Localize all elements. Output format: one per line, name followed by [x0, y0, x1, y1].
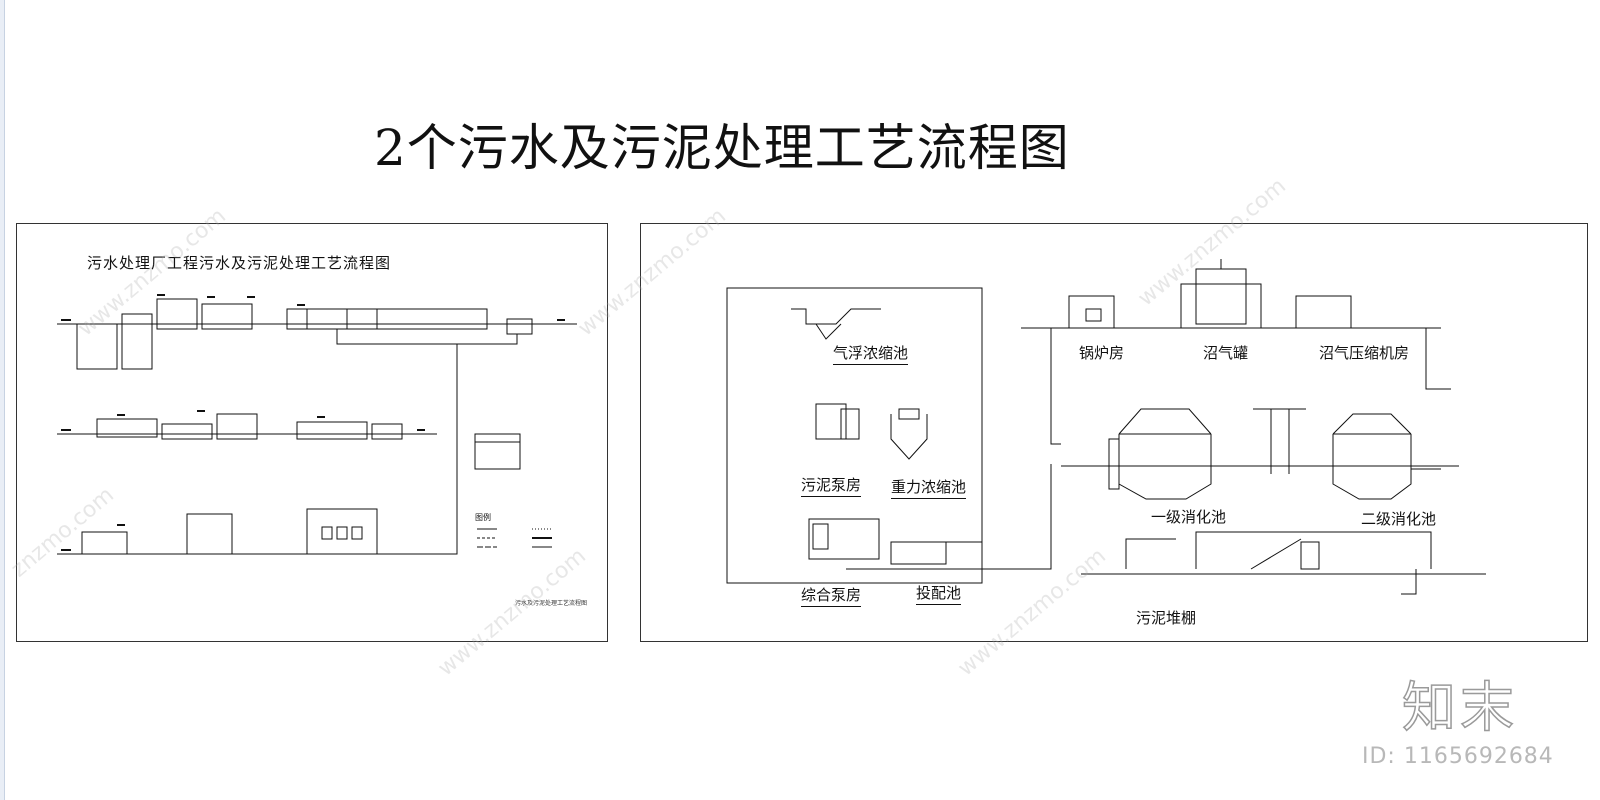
left-footnote: 污水及污泥处理工艺流程图 [515, 600, 588, 607]
right-process-drawing [726, 259, 1486, 595]
brand-id: ID: 1165692684 [1362, 744, 1554, 769]
page-title: 2个污水及污泥处理工艺流程图 [374, 119, 1070, 177]
right-drawing-panel: 气浮浓缩池 污泥泵房 重力浓缩池 综合泵房 投配池 锅炉房 沼气罐 沼气压缩机房… [640, 223, 1588, 642]
label-composite-pump-house: 综合泵房 [801, 584, 862, 607]
label-sludge-pump-house: 污泥泵房 [801, 474, 862, 497]
label-biogas-tank: 沼气罐 [1203, 344, 1249, 362]
label-biogas-compressor-room: 沼气压缩机房 [1319, 344, 1410, 362]
left-drawing-panel: 污水处理厂工程污水及污泥处理工艺流程图 [16, 223, 608, 642]
left-process-drawing [57, 294, 577, 555]
label-primary-digester: 一级消化池 [1151, 508, 1227, 526]
label-gravity-thickener: 重力浓缩池 [891, 476, 967, 499]
left-drawing-title: 污水处理厂工程污水及污泥处理工艺流程图 [87, 254, 392, 272]
label-sludge-shed: 污泥堆棚 [1136, 609, 1197, 627]
label-flotation-thickener: 气浮浓缩池 [833, 342, 909, 365]
legend-title: 图例 [475, 513, 491, 522]
label-secondary-digester: 二级消化池 [1361, 510, 1437, 528]
label-boiler-room: 锅炉房 [1079, 344, 1125, 362]
label-dosing-tank: 投配池 [916, 582, 962, 605]
window-left-edge [0, 0, 5, 800]
brand-logo: 知末 [1401, 675, 1518, 740]
